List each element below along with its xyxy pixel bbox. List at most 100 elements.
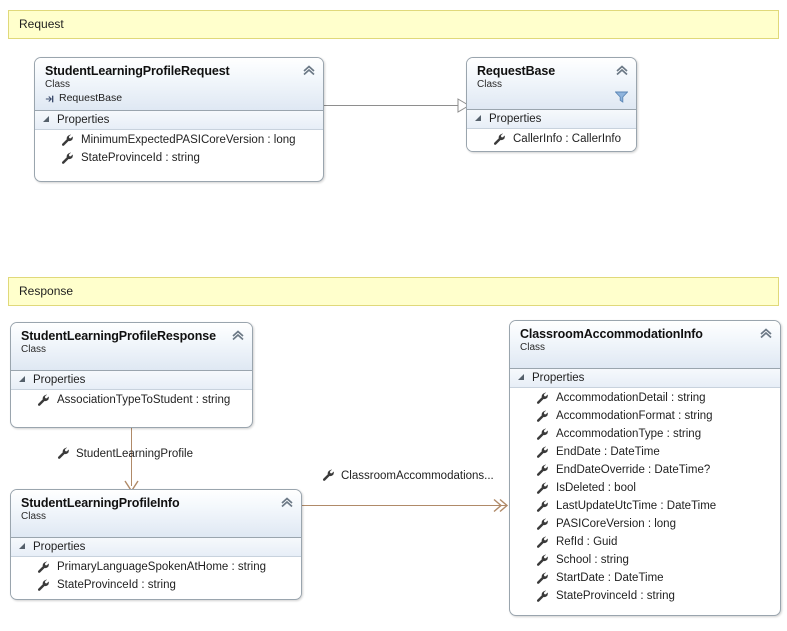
class-stereotype: Class (21, 511, 47, 522)
association-collection-line (302, 505, 507, 506)
wrench-icon (536, 410, 549, 423)
member-row[interactable]: StateProvinceId : string (510, 587, 780, 605)
class-stereotype: Class (477, 79, 503, 90)
class-stereotype: Class (45, 79, 71, 90)
member-row[interactable]: AccommodationDetail : string (510, 389, 780, 407)
member-row[interactable]: AccommodationFormat : string (510, 407, 780, 425)
member-label: MinimumExpectedPASICoreVersion : long (81, 134, 296, 146)
member-label: CallerInfo : CallerInfo (513, 133, 622, 145)
properties-compartment-header[interactable]: Properties (467, 110, 636, 129)
collapse-chevron-icon[interactable] (759, 327, 773, 339)
compartment-label: Properties (532, 372, 585, 384)
request-banner-label: Request (19, 17, 64, 31)
member-row[interactable]: StateProvinceId : string (11, 576, 301, 594)
inheritance-connector-line (324, 105, 461, 106)
member-row[interactable]: EndDateOverride : DateTime? (510, 461, 780, 479)
member-row[interactable]: RefId : Guid (510, 533, 780, 551)
class-header: StudentLearningProfileInfo Class (11, 490, 301, 538)
compartment-label: Properties (489, 113, 542, 125)
wrench-icon (536, 554, 549, 567)
compartment-label: Properties (33, 374, 86, 386)
wrench-icon (536, 518, 549, 531)
wrench-icon (37, 394, 50, 407)
member-row[interactable]: AssociationTypeToStudent : string (11, 391, 252, 409)
member-row[interactable]: EndDate : DateTime (510, 443, 780, 461)
member-label: EndDateOverride : DateTime? (556, 464, 711, 476)
inheritance-marker-icon (45, 94, 55, 104)
properties-compartment-header[interactable]: Properties (11, 538, 301, 557)
member-row[interactable]: LastUpdateUtcTime : DateTime (510, 497, 780, 515)
member-row[interactable]: StartDate : DateTime (510, 569, 780, 587)
class-base-label: RequestBase (59, 92, 123, 104)
expander-triangle-icon[interactable] (43, 116, 51, 124)
response-banner[interactable]: Response (8, 277, 779, 306)
member-row[interactable]: MinimumExpectedPASICoreVersion : long (35, 131, 323, 149)
association-label-text: ClassroomAccommodations... (341, 469, 494, 482)
class-title: StudentLearningProfileRequest (45, 64, 230, 78)
member-row[interactable]: StateProvinceId : string (35, 149, 323, 167)
member-label: AccommodationDetail : string (556, 392, 706, 404)
class-base-type: RequestBase (45, 92, 315, 105)
member-row[interactable]: School : string (510, 551, 780, 569)
class-student-learning-profile-info[interactable]: StudentLearningProfileInfo Class Propert… (10, 489, 302, 600)
collapse-chevron-icon[interactable] (231, 329, 245, 341)
class-title: StudentLearningProfileInfo (21, 496, 180, 510)
wrench-icon (37, 561, 50, 574)
class-student-learning-profile-request[interactable]: StudentLearningProfileRequest Class Requ… (34, 57, 324, 182)
request-banner[interactable]: Request (8, 10, 779, 39)
expander-triangle-icon[interactable] (475, 115, 483, 123)
wrench-icon (536, 464, 549, 477)
member-label: IsDeleted : bool (556, 482, 636, 494)
member-label: StateProvinceId : string (81, 152, 200, 164)
member-label: StateProvinceId : string (556, 590, 675, 602)
class-student-learning-profile-response[interactable]: StudentLearningProfileResponse Class Pro… (10, 322, 253, 428)
wrench-icon (536, 590, 549, 603)
expander-triangle-icon[interactable] (19, 543, 27, 551)
wrench-icon (493, 133, 506, 146)
class-request-base[interactable]: RequestBase Class Properties CallerInfo … (466, 57, 637, 152)
class-header: StudentLearningProfileRequest Class Requ… (35, 58, 323, 111)
association-label-text: StudentLearningProfile (76, 447, 193, 460)
collapse-chevron-icon[interactable] (302, 64, 316, 76)
class-title: StudentLearningProfileResponse (21, 329, 216, 343)
response-banner-label: Response (19, 284, 74, 298)
members-list: PrimaryLanguageSpokenAtHome : string Sta… (11, 557, 301, 598)
wrench-icon (536, 482, 549, 495)
properties-compartment-header[interactable]: Properties (35, 111, 323, 130)
members-list: MinimumExpectedPASICoreVersion : long St… (35, 130, 323, 171)
member-row[interactable]: IsDeleted : bool (510, 479, 780, 497)
properties-compartment-header[interactable]: Properties (510, 369, 780, 388)
wrench-icon (536, 536, 549, 549)
association-vertical-line (131, 428, 132, 486)
collapse-chevron-icon[interactable] (280, 496, 294, 508)
member-row[interactable]: PrimaryLanguageSpokenAtHome : string (11, 558, 301, 576)
wrench-icon (322, 469, 335, 482)
wrench-icon (37, 579, 50, 592)
member-row[interactable]: AccommodationType : string (510, 425, 780, 443)
member-row[interactable]: CallerInfo : CallerInfo (467, 130, 636, 148)
class-stereotype: Class (520, 342, 546, 353)
association-label-classroom-accommodations: ClassroomAccommodations... (322, 469, 494, 482)
filter-icon[interactable] (614, 91, 629, 103)
class-classroom-accommodation-info[interactable]: ClassroomAccommodationInfo Class Propert… (509, 320, 781, 616)
association-collection-arrowhead-icon (493, 498, 509, 513)
members-list: AssociationTypeToStudent : string (11, 390, 252, 413)
wrench-icon (536, 446, 549, 459)
class-title: ClassroomAccommodationInfo (520, 327, 703, 341)
member-label: School : string (556, 554, 629, 566)
class-title: RequestBase (477, 64, 556, 78)
members-list: CallerInfo : CallerInfo (467, 129, 636, 151)
compartment-label: Properties (33, 541, 86, 553)
association-label-student-learning-profile: StudentLearningProfile (57, 447, 193, 460)
inheritance-arrowhead-icon (457, 98, 470, 113)
collapse-chevron-icon[interactable] (615, 64, 629, 76)
compartment-label: Properties (57, 114, 110, 126)
wrench-icon (57, 447, 70, 460)
wrench-icon (61, 152, 74, 165)
expander-triangle-icon[interactable] (19, 376, 27, 384)
expander-triangle-icon[interactable] (518, 374, 526, 382)
member-label: AssociationTypeToStudent : string (57, 394, 231, 406)
properties-compartment-header[interactable]: Properties (11, 371, 252, 390)
member-row[interactable]: PASICoreVersion : long (510, 515, 780, 533)
